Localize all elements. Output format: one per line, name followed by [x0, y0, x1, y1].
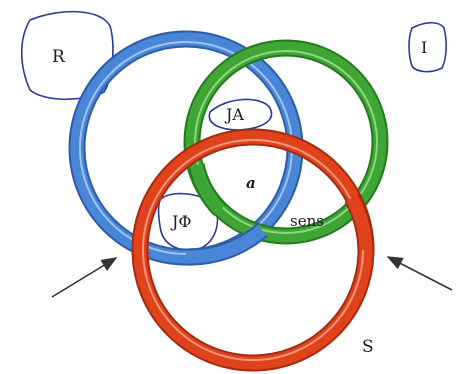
symbolic-label: S: [362, 337, 374, 357]
imaginary-ring: [183, 39, 389, 245]
imaginary-ring-overcross: [187, 162, 227, 216]
jouissance-other-label: JA: [224, 105, 244, 124]
real-label: R: [52, 47, 66, 67]
real-ring-overcross: [185, 223, 268, 266]
object-a-label: a: [246, 174, 256, 192]
imaginary-label-box: [408, 21, 447, 73]
real-label-box: [20, 10, 114, 101]
imaginary-label: I: [421, 38, 427, 57]
ja-circle-scribble: [208, 98, 273, 131]
symbolic-ring-overcross: [344, 193, 375, 251]
jouissance-phallic-label: JΦ: [170, 212, 192, 231]
sense-label: sens: [290, 212, 324, 230]
right-arrow: [386, 256, 453, 291]
left-arrow: [51, 257, 118, 298]
